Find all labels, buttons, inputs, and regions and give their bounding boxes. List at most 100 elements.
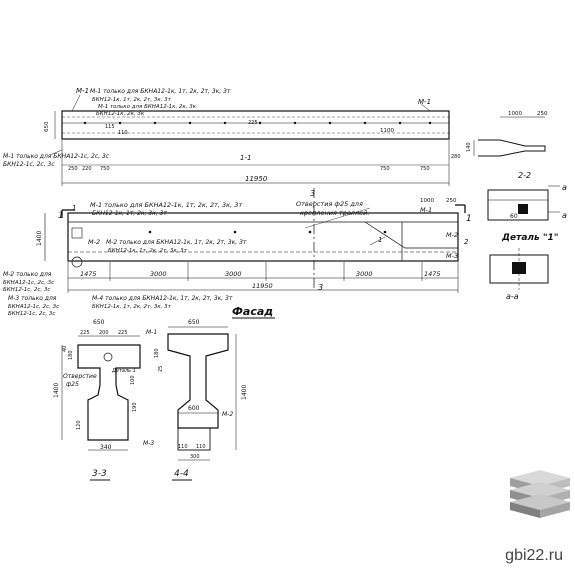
section-a-mark-bottom: а [562,211,567,220]
s44-dim-110b: 110 [196,444,206,450]
facade-seg-4: 3000 [356,270,373,278]
s44-dim-650: 650 [188,319,200,326]
s44-dim-300: 300 [190,454,200,460]
plan-dim-250: 250 [68,166,78,172]
facade-note-m2: М-2 только для БКНА12-1к, 1т, 2к, 2т, 3к… [106,239,247,246]
facade-m4-note: М-4 только для БКНА12-1к, 1т, 2к, 2т, 3к… [92,295,233,302]
s33-title: 3-3 [92,469,107,479]
facade-detail-mark: 1 [378,236,382,244]
plan-outline [61,110,450,140]
facade-section-2: 2 [464,238,469,246]
stack-of-slabs-icon [510,470,570,518]
end-profile [473,116,546,157]
s44-label-m3: М-3 [143,440,154,447]
section-2-2-dim-60: 60 [510,213,518,220]
facade-label-m2-right: М-2 [446,231,458,239]
facade-section-3-top: 3 [310,189,315,198]
facade-label-m3: М-3 [446,252,458,260]
facade-m3-sub2: БКН12-1с, 2с, 3с [8,311,55,317]
plan-dim-750b: 750 [380,166,390,172]
site-watermark: gbi22.ru [505,547,563,564]
facade-dim-1000: 1000 [420,198,434,204]
facade-m3-sub1: БКНА12-1с, 2с, 3с [8,304,59,310]
facade-note-m1: М-1 только для БКНА12-1к, 1т, 2к, 2т, 3к… [90,201,242,209]
s44-dim-25: 25 [158,366,164,372]
s33-detail-mark: Деталь 1 [111,368,136,374]
plan-dim-750c: 750 [420,166,430,172]
facade-label-m2: М-2 [88,238,100,246]
plan-view [49,94,450,186]
plan-dim-750a: 750 [100,166,110,172]
facade-m3-note: М-3 только для [8,295,57,302]
facade-dim-1400: 1400 [36,231,43,246]
section-2-2-title: 2-2 [518,171,531,180]
plan-label-m1: М-1 [76,87,89,95]
s33-dim-190: 190 [132,402,138,412]
s44-label-m1: М-1 [146,329,157,336]
s33-dim-1400: 1400 [53,383,60,398]
facade-dim-250: 250 [446,198,457,204]
facade-m4-sub: БКН12-1к, 1т, 2к, 2т, 3к, 3т [92,304,172,310]
s33-dim-100: 100 [130,375,136,385]
plan-dim-115: 115 [105,124,115,130]
facade-section-1-right: 1 [466,214,472,224]
s33-dim-225b: 225 [118,330,128,336]
s33-dim-340: 340 [100,444,112,451]
plan-dim-650: 650 [44,121,50,132]
s33-dim-200: 200 [99,330,109,336]
facade-mark-4: 1 [72,204,76,212]
facade-title: Фасад [232,305,273,318]
s33-dim-180: 180 [68,350,74,360]
s33-dim-40: 40 [62,346,68,352]
facade-section-3-bottom: 3 [318,283,323,292]
plan-left-note: М-1 только для БКНА12-1с, 2с, 3с [3,153,110,160]
section-a-a [489,248,549,290]
s33-holes-label2: ф25 [66,381,79,388]
facade-section-1-left: 1 [58,211,64,221]
end-dim-250: 250 [537,111,548,117]
section-a-a-title: а-а [506,292,519,301]
facade-m2-left-sub2: БКН12-1с, 2с, 3с [3,287,50,293]
facade-holes-note: Отверстия ф25 для [296,200,363,208]
section-3-3 [61,335,141,451]
facade-view [44,188,466,319]
facade-overall-dim: 11950 [252,282,273,290]
facade-label-m1: М-1 [420,206,432,214]
facade-holes [148,230,387,234]
section-a-mark-top: а [562,183,567,192]
s33-dim-650: 650 [93,319,105,326]
facade-seg-2: 3000 [150,270,167,278]
plan-dim-280: 280 [451,154,461,160]
facade-m2-left-sub1: БКНА12-1с, 2с, 3с [3,280,54,286]
s44-dim-600: 600 [188,405,200,412]
s44-dim-180: 180 [154,348,160,358]
plan-section-mark: 1-1 [240,154,251,162]
facade-left-detail [71,256,83,268]
s44-title: 4-4 [174,469,189,479]
facade-note-m2-sub: БКН12-1к, 1т, 2к, 2т, 3к, 3т [108,248,188,254]
s44-label-m2: М-2 [222,411,233,418]
plan-holes [83,121,432,125]
facade-holes-note2: крепления троллей. [300,209,369,217]
facade-note-m1-sub: БКН12-1к, 1т, 2к, 3к, 3т [92,210,167,217]
plan-label-m1-right: М-1 [418,98,431,106]
plan-note-sub1: БКН12-1к, 1т, 2к, 2т, 3к, 3т [92,97,172,103]
plan-overall-dim: 11950 [245,175,268,183]
s33-holes-label: Отверстие [63,373,97,380]
s44-dim-1400: 1400 [241,385,248,400]
plan-dim-1100: 1100 [380,128,394,134]
plan-dim-225: 225 [248,120,258,126]
s33-dim-225a: 225 [80,330,90,336]
plan-dim-110: 110 [118,130,128,136]
plan-note-sub3: БКН12-1к, 2к, 3к [96,111,145,117]
facade-seg-3: 3000 [225,270,242,278]
end-dim-140: 140 [466,142,472,152]
facade-seg-1: 1475 [80,270,97,278]
end-dim-1000: 1000 [508,111,522,117]
plan-note-sub2: М-1 только для БКНА12-1к, 2к, 3к [98,104,197,110]
section-2-2 [487,185,560,221]
facade-m2-left-note: М-2 только для [3,271,52,278]
plan-left-note2: БКН12-1с, 2с, 3с [3,161,55,168]
detail-1-title: Деталь "1" [501,233,558,243]
